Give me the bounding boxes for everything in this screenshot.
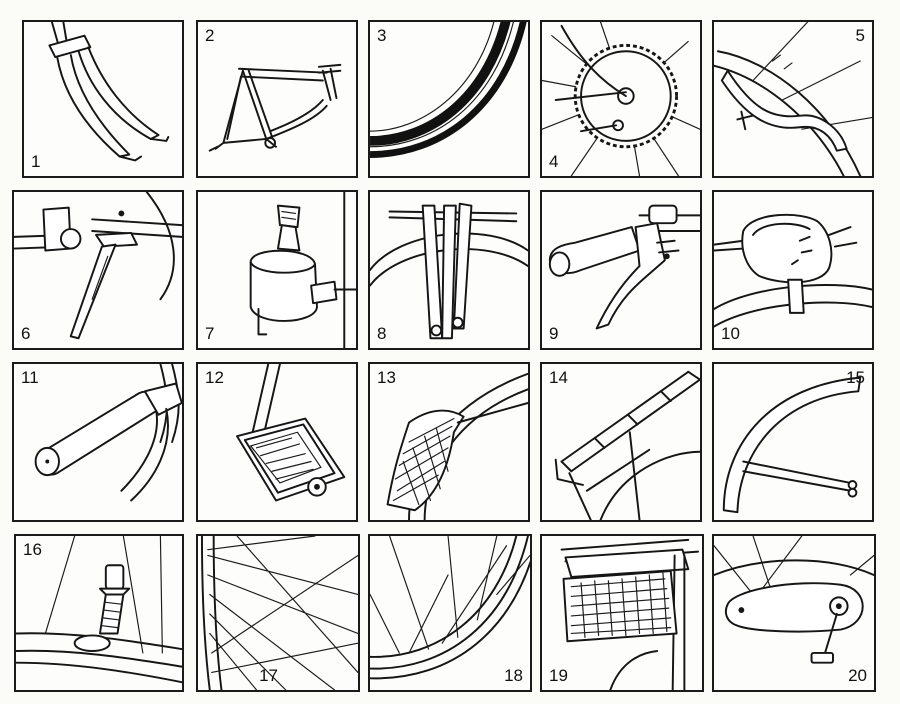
kickstand-icon [14, 192, 182, 340]
panel-number: 17 [259, 666, 278, 685]
panel-8: 8 [368, 190, 530, 350]
bicycle-fork-icon [48, 22, 170, 162]
panel-5: 5 [712, 20, 874, 178]
panel-15: 15 [712, 362, 874, 522]
panel-number: 7 [205, 324, 215, 343]
rim-icon [370, 536, 530, 680]
panel-4: 4 [540, 20, 702, 178]
bell-icon [714, 213, 872, 328]
panel-number: 14 [549, 368, 568, 387]
front-fork-carrier-icon [370, 202, 528, 340]
panel-9: 9 [540, 190, 702, 350]
rear-reflector-icon [560, 538, 699, 690]
panel-19: 19 [540, 534, 704, 692]
panel-17: 17 [196, 534, 360, 692]
tyre-valve-icon [16, 536, 182, 684]
rear-rack-icon [554, 370, 700, 520]
tyre-icon [370, 22, 527, 158]
panel-number: 13 [377, 368, 396, 387]
panel-number: 18 [504, 666, 523, 685]
panel-6: 6 [12, 190, 184, 350]
dynamo-icon [249, 192, 356, 348]
panel-12: 12 [196, 362, 358, 522]
panel-18: 18 [368, 534, 532, 692]
hub-brake-icon [542, 22, 700, 176]
brake-lever-icon [548, 204, 700, 330]
panel-13: 13 [368, 362, 530, 522]
panel-2: 2 [196, 20, 358, 178]
panel-number: 8 [377, 324, 387, 343]
panel-16: 16 [14, 534, 184, 692]
panel-number: 20 [848, 666, 867, 685]
mudguard-icon [722, 376, 862, 514]
spokes-icon [201, 536, 358, 690]
mudflap-icon [386, 372, 528, 520]
panel-number: 2 [205, 26, 215, 45]
panel-11: 11 [12, 362, 184, 522]
caliper-brake-icon [714, 22, 872, 176]
panel-number: 19 [549, 666, 568, 685]
panel-7: 7 [196, 190, 358, 350]
pedal-icon [236, 364, 346, 502]
panel-number: 5 [855, 26, 865, 45]
panel-1: 1 [22, 20, 184, 178]
panel-number: 3 [377, 26, 387, 45]
panel-number: 16 [23, 540, 42, 559]
panel-number: 4 [549, 152, 559, 171]
panel-20: 20 [712, 534, 876, 692]
chain-guard-icon [714, 536, 874, 664]
panel-number: 11 [21, 368, 39, 387]
panel-number: 1 [31, 152, 41, 171]
panel-number: 12 [205, 368, 224, 387]
panel-3: 3 [368, 20, 530, 178]
bicycle-frame-icon [208, 63, 342, 152]
panel-14: 14 [540, 362, 702, 522]
panel-number: 6 [21, 324, 31, 343]
handlebar-grip-icon [34, 364, 182, 502]
panel-number: 15 [846, 368, 865, 387]
panel-number: 9 [549, 324, 559, 343]
panel-10: 10 [712, 190, 874, 350]
panel-number: 10 [721, 324, 740, 343]
